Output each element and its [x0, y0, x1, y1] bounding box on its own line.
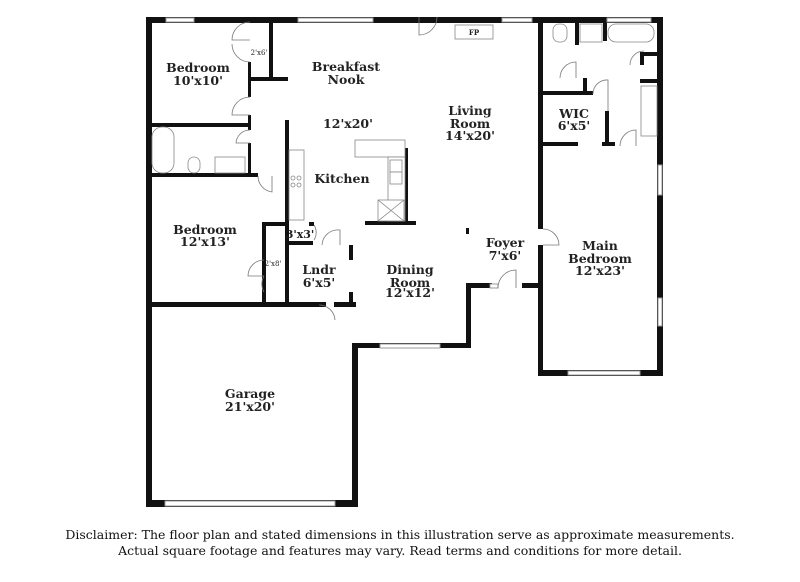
room-name: Bedroom: [166, 60, 230, 75]
fireplace-label: FP: [469, 28, 480, 37]
room-name-breakfast-nook: Breakfast Nook: [311, 59, 381, 87]
room-name-living-room: Living Room: [448, 103, 492, 131]
kitchen-counter: [288, 149, 305, 221]
shower: [579, 23, 603, 43]
island-counter: [354, 139, 406, 158]
room-name: Bedroom: [173, 222, 237, 237]
room-size: 12'x23': [575, 263, 625, 278]
room-size: 7'x6': [489, 248, 522, 263]
room-name-dining-room: Dining Room: [386, 262, 434, 290]
sink-vanity: [214, 156, 246, 174]
windows: [164, 17, 663, 507]
room-size: 6'x5': [558, 118, 591, 133]
room-labels: Bedroom 10'x10' 12'x20' 14'x20' Kitchen …: [166, 28, 625, 414]
room-size: 12'x12': [385, 285, 435, 300]
disclaimer-line2: Actual square footage and features may v…: [118, 543, 682, 558]
room-size: 21'x20': [225, 399, 275, 414]
toilet: [187, 156, 201, 174]
room-name: WIC: [558, 106, 589, 121]
room-name: Foyer: [486, 235, 525, 250]
room-name: Lndr: [302, 262, 336, 277]
room-size: 10'x10': [173, 73, 223, 88]
room-size: 12'x13': [180, 234, 230, 249]
room-name: Garage: [225, 386, 275, 401]
closet-size: 3'x3': [286, 228, 315, 241]
closet-size: 2'x8': [265, 260, 282, 268]
master-toilet: [552, 23, 568, 43]
master-tub: [607, 23, 655, 43]
doors: [231, 16, 645, 321]
double-vanity: [640, 85, 658, 137]
room-name: Kitchen: [314, 171, 369, 186]
fixtures: [151, 23, 658, 222]
bathtub: [151, 126, 175, 174]
closet-size: 2'x6': [251, 49, 268, 57]
room-size: 6'x5': [303, 275, 336, 290]
disclaimer-line1: Disclaimer: The floor plan and stated di…: [65, 527, 735, 542]
room-name-main-bedroom: Main Bedroom: [568, 238, 632, 266]
room-size: 12'x20': [323, 116, 373, 131]
room-size: 14'x20': [445, 128, 495, 143]
fireplace: [454, 24, 494, 40]
